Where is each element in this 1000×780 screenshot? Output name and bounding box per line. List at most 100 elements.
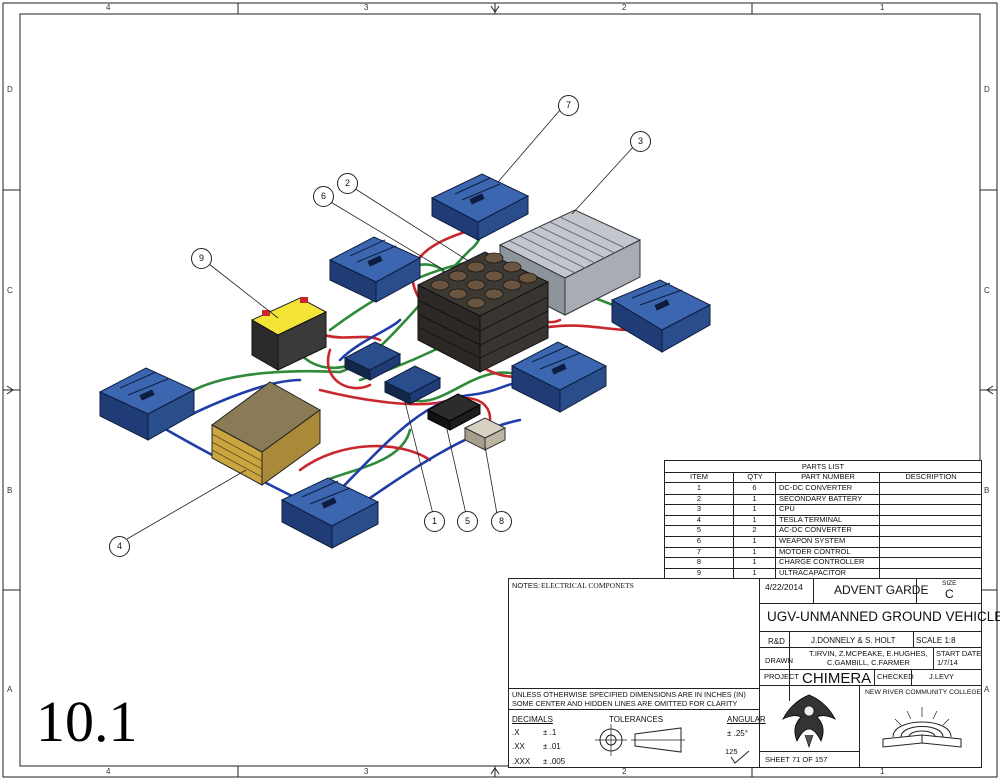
college-book-sunrise-icon — [882, 707, 962, 748]
zone-right-D: D — [984, 85, 990, 94]
cell-part-number: MOTOER CONTROL — [775, 546, 879, 558]
drawing-date: 4/22/2014 — [765, 582, 803, 592]
spec-line-2: SOME CENTER AND HIDDEN LINES ARE OMITTED… — [512, 699, 738, 708]
balloon-1: 1 — [424, 511, 445, 532]
cell-part-number: TESLA TERMINAL — [775, 514, 879, 526]
cell-description — [879, 483, 981, 494]
cell-item: 5 — [696, 525, 702, 535]
spec-divider — [509, 709, 759, 710]
notes-label: NOTES: — [512, 581, 540, 590]
cell-qty: 1 — [733, 546, 775, 558]
zone-left-C: C — [7, 286, 13, 295]
cell-item: 3 — [696, 504, 702, 514]
projection-symbol-icon — [595, 724, 685, 756]
cell-item: 7 — [696, 546, 702, 556]
zone-left-A: A — [7, 685, 13, 694]
tolerances-label: TOLERANCES — [609, 715, 664, 724]
page-label: 10.1 — [36, 689, 138, 754]
cell-description — [879, 546, 981, 558]
dc-dc-converter-module — [98, 367, 196, 441]
college-name: NEW RIVER COMMUNITY COLLEGE — [865, 689, 982, 696]
start-date-value: 1/7/14 — [937, 658, 958, 667]
cell-divider — [911, 669, 912, 685]
decimal-xx: .XX — [512, 742, 525, 751]
zone-top-4: 4 — [106, 3, 111, 12]
cell-divider — [913, 631, 914, 647]
cell-divider — [789, 631, 790, 701]
cell-description — [879, 504, 981, 515]
decimal-tol-2: ± .01 — [543, 742, 561, 751]
cell-qty: 1 — [733, 504, 775, 515]
cell-item: 4 — [696, 514, 702, 524]
header-item: ITEM — [690, 472, 708, 481]
decimal-xxx: .XXX — [512, 757, 531, 766]
cell-item: 9 — [696, 567, 702, 577]
zone-right-C: C — [984, 286, 990, 295]
project-name: CHIMERA — [802, 670, 872, 687]
decimal-tol-3: ± .005 — [543, 757, 566, 766]
parts-list: PARTS LIST ITEM QTY PART NUMBER DESCRIPT… — [664, 460, 982, 580]
cell-description — [879, 536, 981, 547]
wire-blue — [358, 418, 522, 507]
header-description: DESCRIPTION — [879, 472, 982, 482]
balloon-7: 7 — [558, 95, 579, 116]
zone-left-D: D — [7, 85, 13, 94]
angular-tol: ± .25° — [727, 729, 748, 738]
center-marks — [6, 3, 994, 775]
dc-dc-converter-module — [510, 341, 608, 413]
row-divider — [759, 751, 859, 752]
wire-blue — [338, 318, 402, 362]
eagle-crest-icon — [782, 694, 836, 748]
cell-part-number: AC-DC CONVERTER — [775, 525, 879, 536]
cell-part-number: ULTRACAPACITOR — [775, 567, 879, 579]
secondary-battery — [250, 297, 328, 371]
angular-label: ANGULAR — [727, 715, 766, 724]
weapon-system-stack — [416, 251, 550, 373]
cell-item: 6 — [696, 536, 702, 545]
checked-label: CHECKED — [877, 672, 914, 681]
rd-label: R&D — [768, 637, 785, 646]
cell-item: 2 — [696, 493, 702, 503]
cell-description — [879, 514, 981, 526]
size-label: SIZE — [942, 580, 957, 587]
balloon-5: 5 — [457, 511, 478, 532]
cell-qty: 2 — [733, 525, 775, 536]
cell-part-number: CPU — [775, 504, 879, 515]
cell-qty: 1 — [733, 536, 775, 547]
drawing-title: UGV-UNMANNED GROUND VEHICLE — [767, 609, 1000, 624]
cell-qty: 1 — [733, 567, 775, 579]
zone-right-A: A — [984, 685, 990, 694]
zone-bottom-2: 2 — [622, 767, 627, 776]
cell-item: 1 — [696, 483, 702, 492]
decimal-tol-1: ± .1 — [543, 728, 557, 737]
checked-value: J.LEVY — [929, 672, 955, 681]
cell-divider — [916, 579, 917, 603]
row-divider — [759, 647, 981, 648]
balloon-2: 2 — [337, 173, 358, 194]
parts-list-title: PARTS LIST — [665, 461, 981, 473]
company-name: ADVENT GARDE — [834, 583, 929, 597]
tesla-terminal — [426, 393, 482, 431]
notes-area: NOTES: ELECTRICAL COMPONETS — [509, 579, 760, 689]
zone-left-B: B — [7, 486, 13, 495]
dc-dc-converter-module — [430, 173, 530, 241]
decimals-label: DECIMALS — [512, 715, 553, 724]
header-qty: QTY — [733, 472, 776, 482]
row-divider — [759, 603, 981, 604]
dc-dc-converter-module — [610, 279, 712, 353]
project-label: PROJECT — [764, 672, 800, 681]
balloon-3: 3 — [630, 131, 651, 152]
row-divider — [759, 669, 981, 670]
cell-divider — [874, 669, 875, 685]
wire-green — [188, 369, 342, 394]
cell-part-number: CHARGE CONTROLLER — [775, 557, 879, 568]
wire-red — [326, 348, 372, 390]
